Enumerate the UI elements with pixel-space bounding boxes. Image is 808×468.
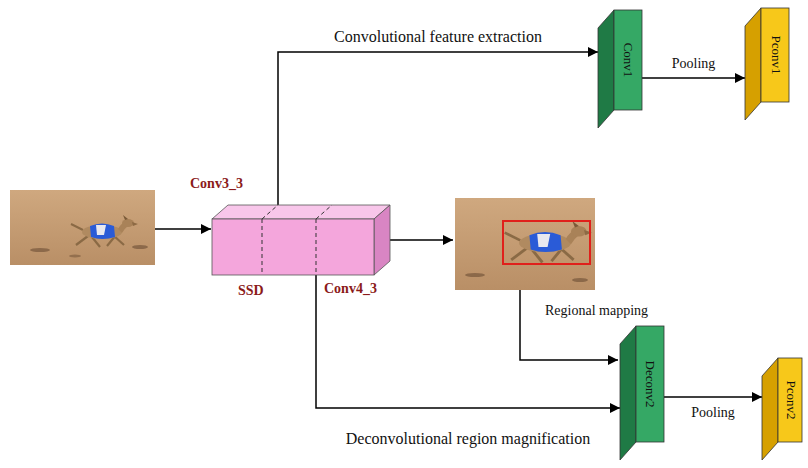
flow-arrow [642, 77, 745, 79]
flow-arrow [155, 228, 211, 230]
pool-layer: Pconv1 [745, 8, 789, 120]
detection-box [503, 221, 590, 264]
layer-name: Pconv2 [782, 381, 798, 420]
edge-label: Convolutional feature extraction [332, 28, 544, 46]
flow-arrow [316, 275, 620, 408]
edge-label: Pooling [670, 56, 718, 72]
input-photo [10, 190, 155, 265]
pool-layer: Pconv2 [762, 358, 802, 460]
layer-tap-label: Conv4_3 [324, 281, 377, 297]
conv-layer: Conv1 [598, 10, 642, 128]
deconv-layer: Deconv2 [620, 326, 664, 460]
step-label: Regional mapping [545, 303, 648, 319]
layer-name: Pconv1 [767, 36, 783, 75]
edge-label: Deconvolutional region magnification [344, 430, 592, 448]
cuboid-shape [212, 205, 390, 275]
flow-arrow [664, 396, 762, 398]
flow-arrow [390, 239, 453, 241]
layer-name: Conv1 [620, 43, 636, 78]
layer-name: Deconv2 [642, 361, 658, 408]
layer-tap-label: Conv3_3 [190, 176, 243, 192]
mapping-line [520, 290, 618, 360]
block-title: SSD [238, 283, 264, 299]
edge-label: Pooling [689, 405, 737, 421]
ssd-block: SSD [212, 205, 390, 275]
flow-arrow [278, 52, 598, 205]
detection-photo [455, 198, 595, 290]
